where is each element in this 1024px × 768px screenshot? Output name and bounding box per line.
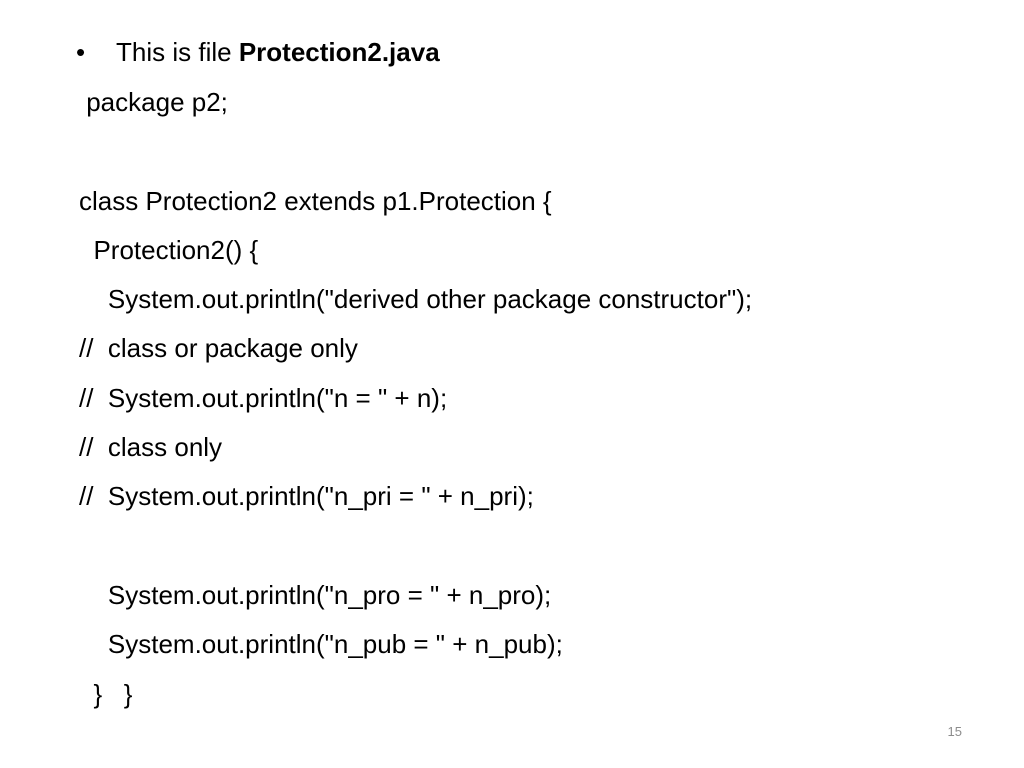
bullet-item: • This is file Protection2.java: [76, 34, 440, 70]
code-line: System.out.println("n_pro = " + n_pro);: [79, 579, 552, 610]
code-line: Protection2() {: [79, 234, 259, 265]
code-line: } }: [79, 678, 133, 709]
code-line: [79, 528, 752, 577]
code-block: package p2; class Protection2 extends p1…: [79, 84, 752, 725]
filename-text: Protection2.java: [238, 37, 440, 67]
code-line: class Protection2 extends p1.Protection …: [79, 185, 552, 216]
code-line: // class only: [79, 432, 223, 463]
bullet-dot-icon: •: [76, 37, 86, 67]
code-line: // System.out.println("n = " + n);: [79, 382, 448, 413]
code-line: // class or package only: [79, 333, 358, 364]
bullet-prefix-text: This is file: [116, 37, 239, 67]
page-number: 15: [947, 724, 962, 739]
code-line: System.out.println("n_pub = " + n_pub);: [79, 629, 563, 660]
code-line: package p2;: [79, 87, 228, 117]
code-line: [79, 133, 752, 182]
code-line: // System.out.println("n_pri = " + n_pri…: [79, 481, 534, 512]
code-line: System.out.println("derived other packag…: [79, 284, 753, 315]
